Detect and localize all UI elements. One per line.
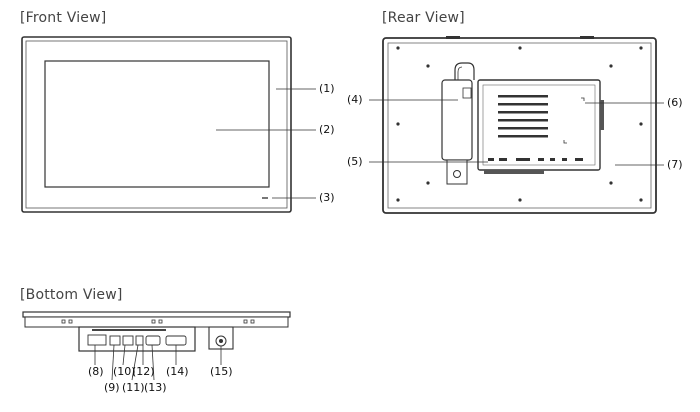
front-screen — [44, 60, 270, 188]
callout-10: (10) — [113, 365, 136, 378]
callout-9: (9) — [104, 381, 120, 394]
callout-12: (12) — [132, 365, 155, 378]
rear-chassis-inner — [387, 42, 652, 209]
front-view — [21, 36, 316, 213]
callout-7: (7) — [667, 158, 683, 171]
callout-11: (11) — [122, 381, 145, 394]
callout-5: (5) — [347, 155, 363, 168]
callout-4: (4) — [347, 93, 363, 106]
bottom-view — [22, 311, 291, 381]
callout-1: (1) — [319, 82, 335, 95]
computing-module — [477, 79, 601, 171]
front-view-heading: [Front View] — [20, 10, 107, 26]
callout-14: (14) — [166, 365, 189, 378]
callout-13: (13) — [144, 381, 167, 394]
bottom-view-heading: [Bottom View] — [20, 287, 123, 303]
front-led — [262, 197, 268, 199]
bottom-edge — [22, 311, 291, 318]
callout-3: (3) — [319, 191, 335, 204]
front-bezel-inner — [25, 40, 288, 209]
callout-8: (8) — [88, 365, 104, 378]
callout-15: (15) — [210, 365, 233, 378]
callout-2: (2) — [319, 123, 335, 136]
rear-view — [369, 36, 664, 214]
rear-view-heading: [Rear View] — [382, 10, 465, 26]
callout-6: (6) — [667, 96, 683, 109]
